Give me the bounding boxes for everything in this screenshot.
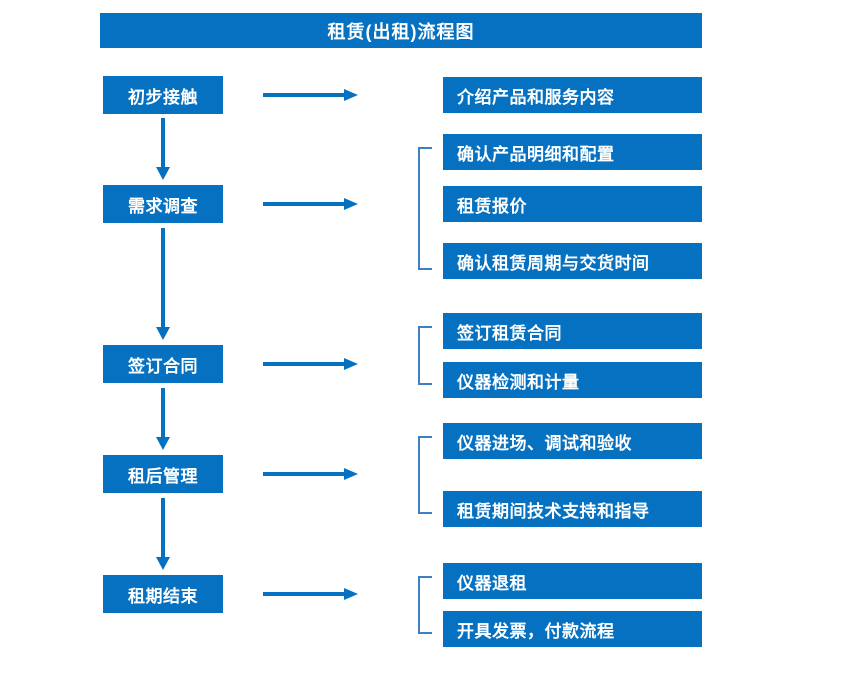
stage-box-1[interactable]: 初步接触	[103, 76, 223, 114]
detail-box-2[interactable]: 确认产品明细和配置	[443, 134, 702, 170]
detail-box-10[interactable]: 开具发票，付款流程	[443, 611, 702, 647]
stage-box-5[interactable]: 租期结束	[103, 575, 223, 613]
page-title: 租赁(出租)流程图	[100, 13, 702, 48]
detail-box-8[interactable]: 租赁期间技术支持和指导	[443, 491, 702, 527]
arrow-down-icon-4	[156, 498, 170, 570]
stage-box-2[interactable]: 需求调查	[103, 185, 223, 223]
arrow-right-icon-4	[263, 467, 358, 481]
group-bracket-icon-1	[418, 147, 432, 270]
stage-box-4[interactable]: 租后管理	[103, 455, 223, 493]
detail-box-4[interactable]: 确认租赁周期与交货时间	[443, 243, 702, 279]
arrow-right-icon-3	[263, 357, 358, 371]
arrow-right-icon-5	[263, 587, 358, 601]
arrow-down-icon-3	[156, 388, 170, 450]
group-bracket-icon-2	[418, 326, 432, 385]
group-bracket-icon-3	[418, 436, 432, 514]
stage-box-3[interactable]: 签订合同	[103, 345, 223, 383]
group-bracket-icon-4	[418, 576, 432, 634]
arrow-right-icon-1	[263, 88, 358, 102]
arrow-right-icon-2	[263, 197, 358, 211]
arrow-down-icon-1	[156, 118, 170, 180]
detail-box-7[interactable]: 仪器进场、调试和验收	[443, 423, 702, 459]
arrow-down-icon-2	[156, 228, 170, 340]
detail-box-1[interactable]: 介绍产品和服务内容	[443, 77, 702, 113]
detail-box-3[interactable]: 租赁报价	[443, 186, 702, 222]
detail-box-9[interactable]: 仪器退租	[443, 563, 702, 599]
detail-box-6[interactable]: 仪器检测和计量	[443, 362, 702, 398]
detail-box-5[interactable]: 签订租赁合同	[443, 313, 702, 349]
